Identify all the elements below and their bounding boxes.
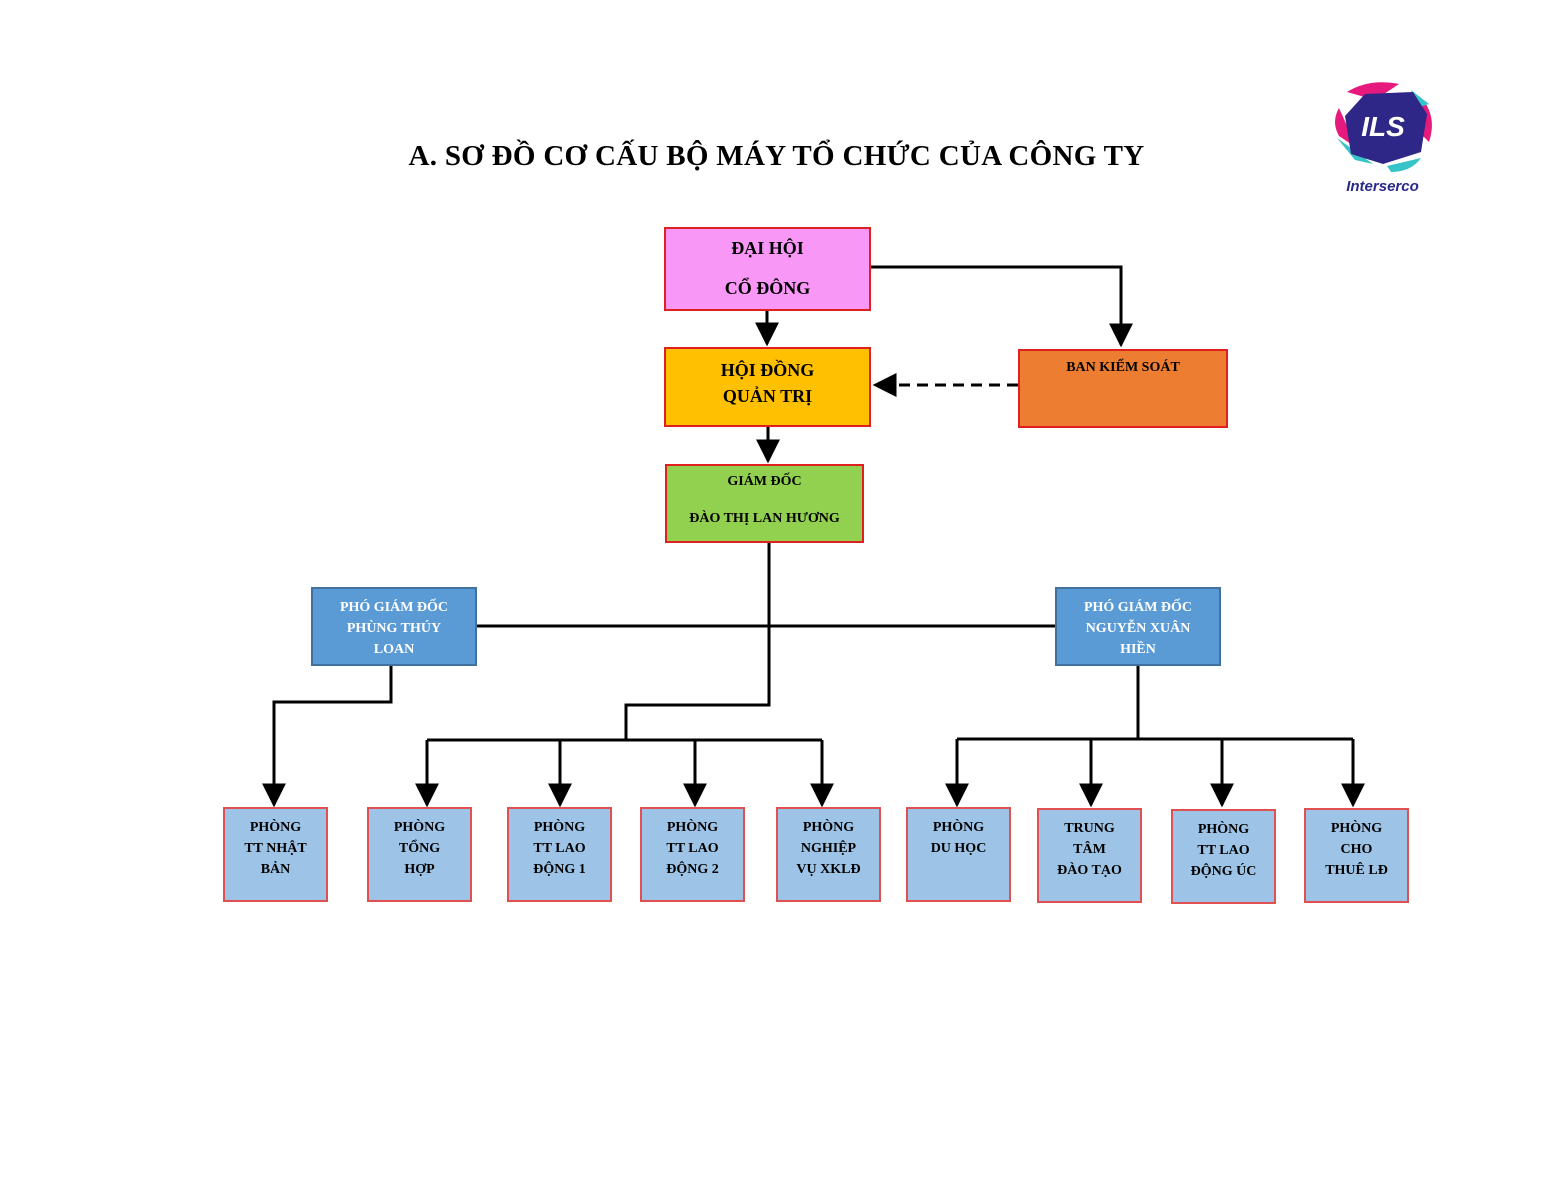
- arrow-dhcd-to-bks: [871, 265, 1133, 348]
- arrow-pgd1-to-nhat-ban: [262, 666, 393, 808]
- node-pho-giam-doc-phung-thuy-loan: PHÓ GIÁM ĐỐC PHÙNG THÚY LOAN: [311, 587, 477, 666]
- ils-logo-icon: ILS: [1335, 82, 1432, 172]
- node-hoi-dong-quan-tri: HỘI ĐỒNG QUẢN TRỊ: [664, 347, 871, 427]
- line-gd-trunk: [624, 543, 771, 740]
- node-ban-kiem-soat: BAN KIỂM SOÁT: [1018, 349, 1228, 428]
- node-giam-doc: GIÁM ĐỐC ĐÀO THỊ LAN HƯƠNG: [665, 464, 864, 543]
- node-pho-giam-doc-nguyen-xuan-hien: PHÓ GIÁM ĐỐC NGUYỄN XUÂN HIỀN: [1055, 587, 1221, 666]
- dept-cho-thue-ld: PHÒNG CHO THUÊ LĐ: [1304, 808, 1409, 903]
- node-dai-hoi-co-dong: ĐẠI HỘI CỔ ĐÔNG: [664, 227, 871, 311]
- logo-name: Interserco: [1346, 178, 1419, 195]
- dept-tt-lao-dong-uc: PHÒNG TT LAO ĐỘNG ÚC: [1171, 809, 1276, 904]
- dept-tt-nhat-ban: PHÒNG TT NHẬT BẢN: [223, 807, 328, 902]
- dept-du-hoc: PHÒNG DU HỌC: [906, 807, 1011, 902]
- dept-tong-hop: PHÒNG TỔNG HỢP: [367, 807, 472, 902]
- dept-tt-lao-dong-1: PHÒNG TT LAO ĐỘNG 1: [507, 807, 612, 902]
- dept-trung-tam-dao-tao: TRUNG TÂM ĐÀO TẠO: [1037, 808, 1142, 903]
- svg-text:ILS: ILS: [1361, 111, 1405, 142]
- dept-nghiep-vu-xkld: PHÒNG NGHIỆP VỤ XKLĐ: [776, 807, 881, 902]
- dept-tt-lao-dong-2: PHÒNG TT LAO ĐỘNG 2: [640, 807, 745, 902]
- page-title: A. SƠ ĐỒ CƠ CẤU BỘ MÁY TỔ CHỨC CỦA CÔNG …: [408, 140, 1145, 172]
